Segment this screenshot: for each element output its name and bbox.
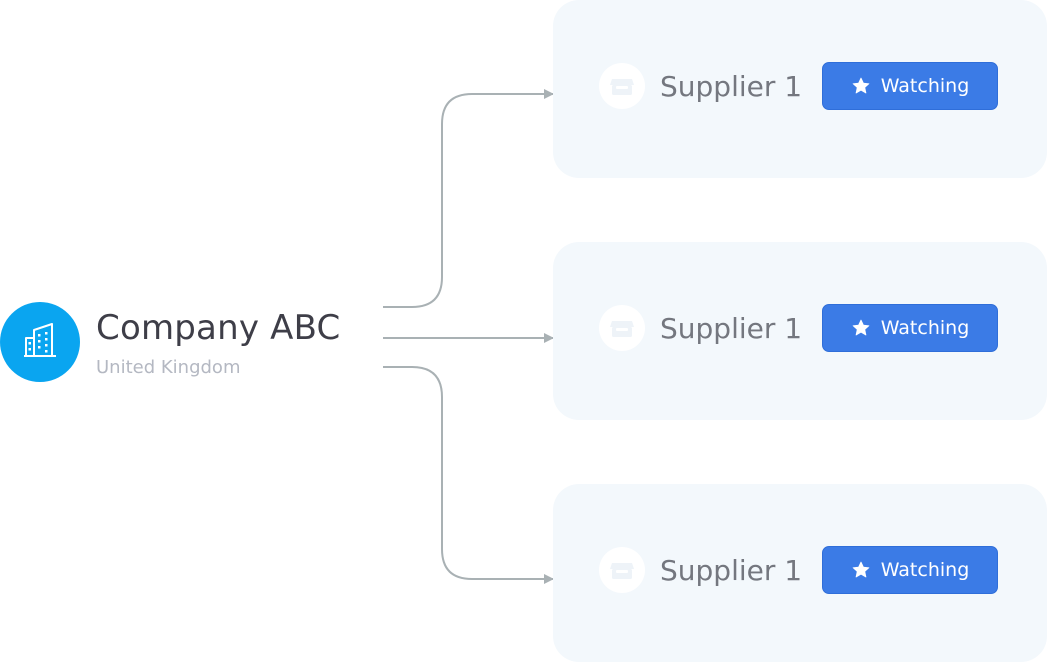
company-node: Company ABC United Kingdom [0,302,340,382]
supplier-card: Supplier 1 Watching [553,242,1047,420]
company-avatar [0,302,80,382]
supplier-row: Supplier 1 Watching [599,546,998,594]
star-icon [851,76,871,96]
watching-button-label: Watching [880,559,970,581]
supplier-name: Supplier 1 [660,69,803,103]
company-name: Company ABC [96,308,341,348]
star-icon [851,560,871,580]
connector-to-supplier-3 [383,366,554,584]
watching-button[interactable]: Watching [822,62,998,110]
company-country: United Kingdom [96,357,241,378]
supplier-card: Supplier 1 Watching [553,0,1047,178]
storefront-icon [599,63,645,109]
connector-to-supplier-1 [383,89,554,308]
star-icon [851,318,871,338]
watching-button-label: Watching [880,75,970,97]
storefront-icon [599,305,645,351]
watching-button-label: Watching [880,317,970,339]
supplier-row: Supplier 1 Watching [599,304,998,352]
supplier-card: Supplier 1 Watching [553,484,1047,662]
supplier-name: Supplier 1 [660,311,803,345]
supplier-row: Supplier 1 Watching [599,62,998,110]
watching-button[interactable]: Watching [822,546,998,594]
office-building-icon [20,320,60,364]
supplier-name: Supplier 1 [660,553,803,587]
storefront-icon [599,547,645,593]
watching-button[interactable]: Watching [822,304,998,352]
company-details: Company ABC United Kingdom [96,302,340,380]
